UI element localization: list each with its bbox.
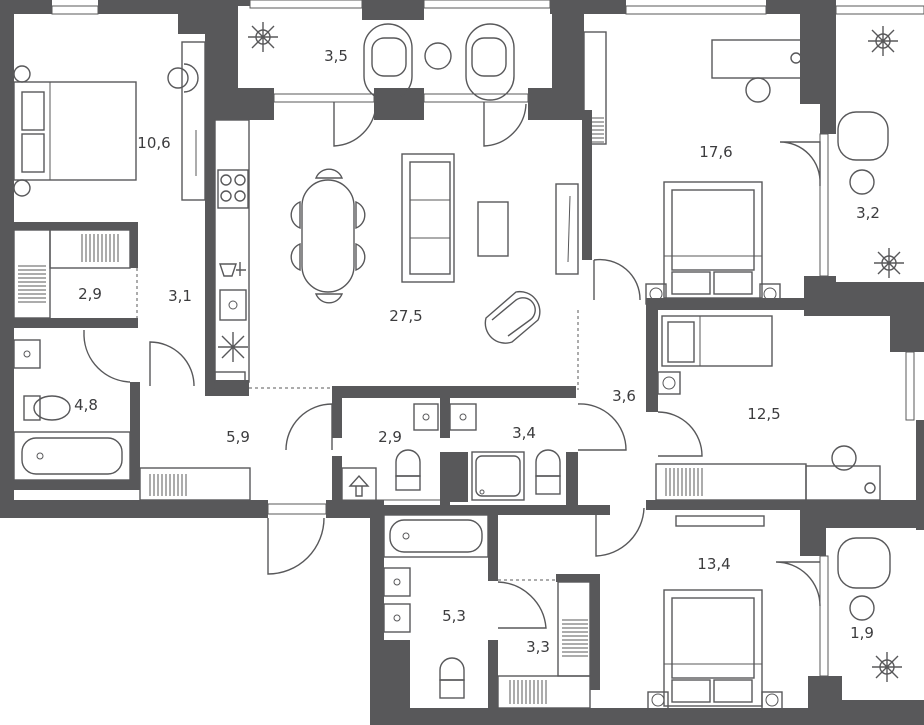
windows (51, 0, 924, 677)
room-label-bathroom-w: 4,8 (74, 396, 98, 414)
room-labels: 10,6 3,5 17,6 3,2 2,9 3,1 27,5 4,8 5,9 2… (74, 47, 880, 656)
furniture (13, 22, 904, 711)
room-label-living-kitchen: 27,5 (389, 307, 422, 325)
room-label-hall: 5,9 (226, 428, 250, 446)
room-label-balcony-se: 1,9 (850, 624, 874, 642)
room-label-corridor-e: 3,6 (612, 387, 636, 405)
room-label-balcony-ne: 3,2 (856, 204, 880, 222)
room-label-wc: 2,9 (378, 428, 402, 446)
room-label-bedroom-se: 13,4 (697, 555, 730, 573)
room-label-bathroom-s: 5,3 (442, 607, 466, 625)
room-label-wardrobe-s: 3,3 (526, 638, 550, 656)
room-label-shower-room: 3,4 (512, 424, 536, 442)
doors (83, 63, 821, 629)
room-label-bedroom-nw: 10,6 (137, 134, 170, 152)
room-label-wardrobe-w: 2,9 (78, 285, 102, 303)
room-label-balcony-north: 3,5 (324, 47, 348, 65)
room-boundaries (136, 268, 579, 581)
room-label-corridor-w: 3,1 (168, 287, 192, 305)
room-label-bedroom-e: 12,5 (747, 405, 780, 423)
room-label-bedroom-ne: 17,6 (699, 143, 732, 161)
